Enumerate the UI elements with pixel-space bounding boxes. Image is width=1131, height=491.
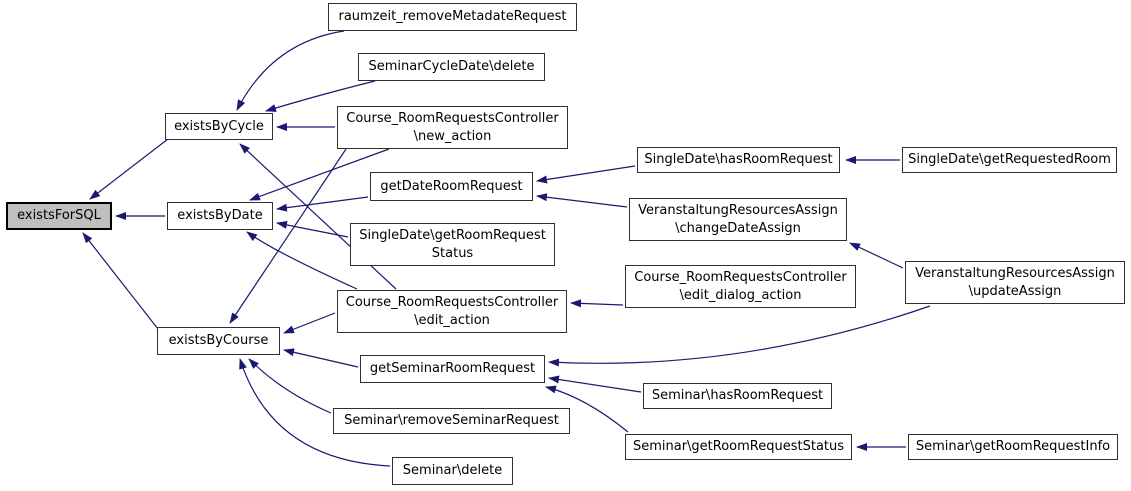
graph-node-existsForSQL: existsForSQL — [6, 202, 112, 230]
call-edge-raumzeit_removeMetadateRequest-existsByCycle — [236, 30, 345, 111]
node-label-line: VeranstaltungResourcesAssign — [915, 265, 1115, 281]
graph-node-Seminar_getRoomRequestStatus[interactable]: Seminar\getRoomRequestStatus — [625, 434, 852, 460]
graph-node-SingleDate_hasRoomRequest[interactable]: SingleDate\hasRoomRequest — [637, 147, 840, 173]
call-edge-CRRC_edit_action-existsByDate — [246, 231, 358, 290]
node-label-line: Seminar\getRoomRequestInfo — [915, 439, 1111, 455]
graph-node-SeminarCycleDate_delete[interactable]: SeminarCycleDate\delete — [358, 53, 545, 81]
node-label-line: Seminar\getRoomRequestStatus — [632, 439, 845, 455]
graph-node-CRRC_edit_dialog_action[interactable]: Course_RoomRequestsController \edit_dialo… — [625, 265, 856, 308]
graph-node-Seminar_delete[interactable]: Seminar\delete — [392, 457, 513, 485]
graph-node-getSeminarRoomRequest[interactable]: getSeminarRoomRequest — [360, 355, 545, 383]
graph-node-Seminar_hasRoomRequest[interactable]: Seminar\hasRoomRequest — [643, 383, 832, 409]
node-label-line: \new_action — [413, 128, 492, 144]
graph-node-Seminar_getRoomRequestInfo[interactable]: Seminar\getRoomRequestInfo — [908, 434, 1118, 460]
graph-node-getDateRoomRequest[interactable]: getDateRoomRequest — [370, 172, 533, 201]
graph-node-VRA_changeDateAssign[interactable]: VeranstaltungResourcesAssign \changeDateA… — [629, 198, 847, 241]
call-edge-getSeminarRoomRequest-existsByCourse — [283, 348, 359, 368]
node-label-line: Seminar\delete — [402, 463, 503, 479]
call-edge-SingleDate_hasRoomRequest-getDateRoomRequest — [536, 165, 636, 184]
call-edge-VRA_updateAssign-getSeminarRoomRequest — [548, 305, 931, 367]
call-edge-getDateRoomRequest-existsByDate — [276, 196, 369, 212]
call-edge-existsByCycle-existsForSQL — [89, 138, 169, 200]
graph-node-existsByDate[interactable]: existsByDate — [167, 202, 273, 230]
graph-node-existsByCycle[interactable]: existsByCycle — [165, 113, 273, 140]
call-edge-CRRC_new_action-existsByCourse — [229, 148, 347, 324]
call-edge-VRA_changeDateAssign-getDateRoomRequest — [536, 193, 628, 208]
graph-node-CRRC_new_action[interactable]: Course_RoomRequestsController \new_action — [337, 106, 568, 149]
node-label-line: Course_RoomRequestsController — [634, 269, 847, 285]
node-label-line: \edit_dialog_action — [679, 287, 802, 303]
node-label-line: getSeminarRoomRequest — [369, 361, 536, 377]
call-edge-VRA_updateAssign-VRA_changeDateAssign — [849, 242, 904, 269]
call-edge-existsByCourse-existsForSQL — [82, 232, 159, 330]
graph-node-raumzeit_removeMetadateRequest[interactable]: raumzeit_removeMetadateRequest — [328, 3, 577, 31]
node-label-line: SeminarCycleDate\delete — [368, 59, 535, 75]
call-edge-SingleDate_getRoomRequestStatus-existsByDate — [276, 221, 349, 238]
call-edge-Seminar_removeSeminarRequest-existsByCourse — [248, 358, 332, 414]
node-label-line: SingleDate\getRoomRequest — [359, 227, 546, 243]
node-label-line: \updateAssign — [968, 283, 1062, 299]
node-label-line: Seminar\hasRoomRequest — [651, 388, 824, 404]
node-label-line: Course_RoomRequestsController — [346, 110, 559, 126]
call-edge-Seminar_hasRoomRequest-getSeminarRoomRequest — [548, 375, 642, 393]
node-label-line: raumzeit_removeMetadateRequest — [338, 9, 567, 25]
node-label-line: Status — [431, 245, 474, 261]
node-label-line: existsByCycle — [174, 118, 264, 134]
call-edge-CRRC_new_action-existsByDate — [249, 148, 390, 201]
node-label-line: SingleDate\getRequestedRoom — [908, 152, 1111, 168]
graph-node-SingleDate_getRequestedRoom[interactable]: SingleDate\getRequestedRoom — [902, 147, 1117, 173]
node-label-line: getDateRoomRequest — [380, 178, 523, 194]
node-label-line: \changeDateAssign — [675, 220, 801, 236]
node-label-line: existsByCourse — [168, 333, 269, 349]
graph-node-VRA_updateAssign[interactable]: VeranstaltungResourcesAssign \updateAssig… — [905, 261, 1125, 304]
call-edge-CRRC_edit_dialog_action-CRRC_edit_action — [570, 299, 624, 308]
node-label-line: VeranstaltungResourcesAssign — [638, 202, 838, 218]
graph-node-Seminar_removeSeminarRequest[interactable]: Seminar\removeSeminarRequest — [333, 408, 570, 434]
node-label-line: \edit_action — [414, 312, 490, 328]
graph-node-CRRC_edit_action[interactable]: Course_RoomRequestsController \edit_actio… — [337, 290, 567, 333]
node-label-line: Seminar\removeSeminarRequest — [344, 413, 559, 429]
node-label-line: existsForSQL — [17, 208, 101, 224]
node-label-line: Course_RoomRequestsController — [345, 294, 559, 310]
node-label-line: SingleDate\hasRoomRequest — [644, 152, 833, 168]
node-label-line: existsByDate — [177, 208, 263, 224]
call-edge-CRRC_edit_action-existsByCourse — [283, 312, 336, 334]
graph-node-existsByCourse[interactable]: existsByCourse — [157, 327, 280, 355]
